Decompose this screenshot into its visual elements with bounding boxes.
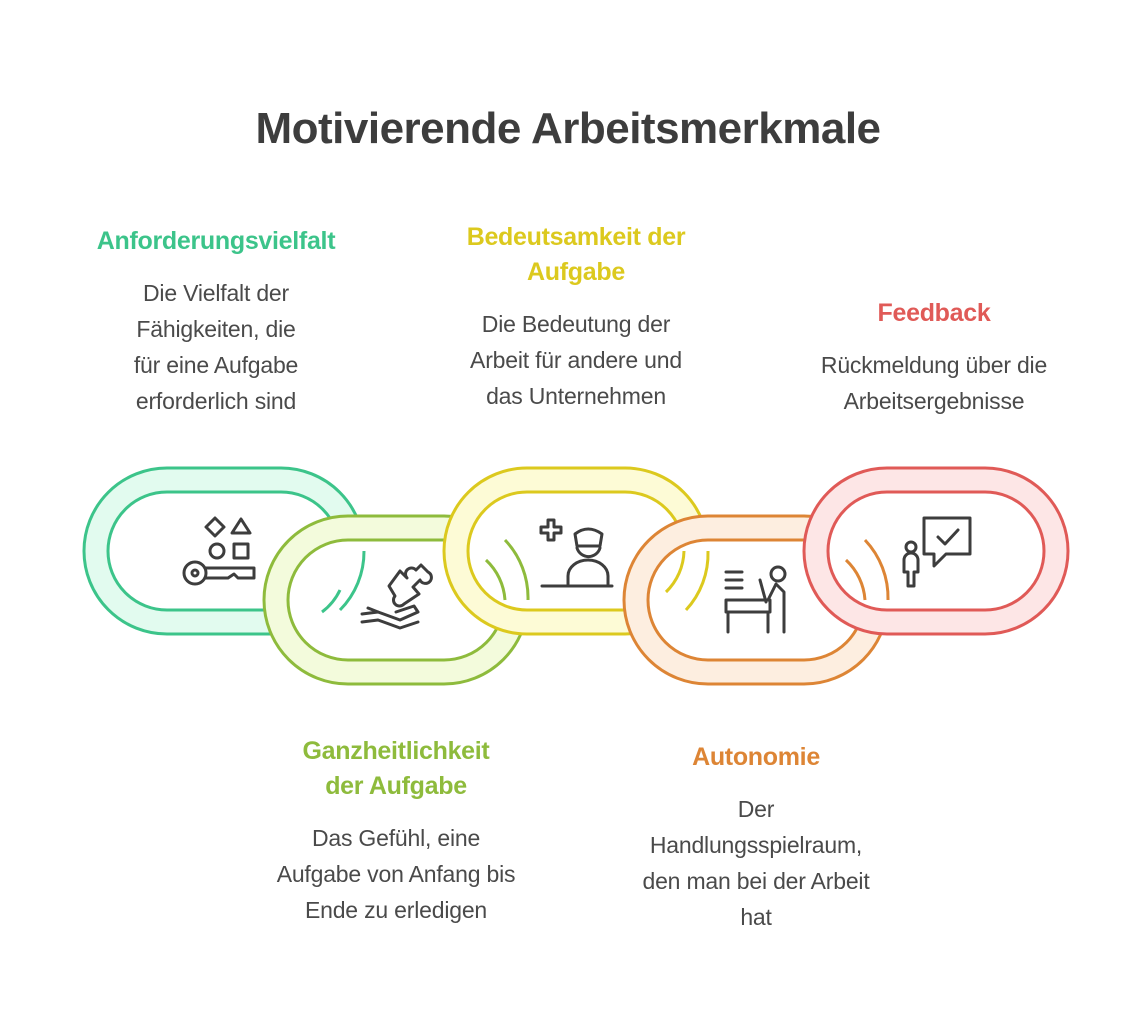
person-speech-check-icon — [902, 516, 972, 588]
person-at-desk-icon — [724, 565, 787, 634]
feature-ganzheitlichkeit: Ganzheitlichkeit der Aufgabe Das Gefühl,… — [264, 734, 528, 928]
feature-heading: Bedeutsamkeit der Aufgabe — [466, 223, 686, 286]
feature-anforderungsvielfalt: Anforderungsvielfalt Die Vielfalt der Fä… — [84, 224, 348, 419]
feature-heading: Feedback — [877, 299, 991, 327]
chain-link-feedback — [802, 466, 1070, 636]
page-title: Motivierende Arbeitsmerkmale — [255, 104, 881, 153]
medical-worker-icon — [539, 518, 614, 588]
feature-autonomie: Autonomie Der Handlungsspielraum, den ma… — [624, 740, 888, 935]
feature-description: Das Gefühl, eine Aufgabe von Anfang bis … — [276, 825, 516, 923]
chain-overlaps — [321, 538, 890, 614]
shapes-key-icon — [182, 516, 256, 586]
feature-heading: Anforderungsvielfalt — [96, 227, 336, 255]
feature-feedback: Feedback Rückmeldung über die Arbeitserg… — [796, 296, 1072, 419]
feature-heading: Ganzheitlichkeit der Aufgabe — [302, 737, 490, 800]
feature-description: Die Vielfalt der Fähigkeiten, die für ei… — [133, 280, 299, 414]
feature-description: Der Handlungsspielraum, den man bei der … — [642, 796, 870, 930]
feature-heading: Autonomie — [692, 743, 820, 771]
feature-description: Rückmeldung über die Arbeitsergebnisse — [820, 352, 1048, 414]
hand-puzzle-icon — [360, 563, 433, 630]
feature-bedeutsamkeit: Bedeutsamkeit der Aufgabe Die Bedeutung … — [444, 220, 708, 414]
feature-description: Die Bedeutung der Arbeit für andere und … — [470, 311, 682, 409]
